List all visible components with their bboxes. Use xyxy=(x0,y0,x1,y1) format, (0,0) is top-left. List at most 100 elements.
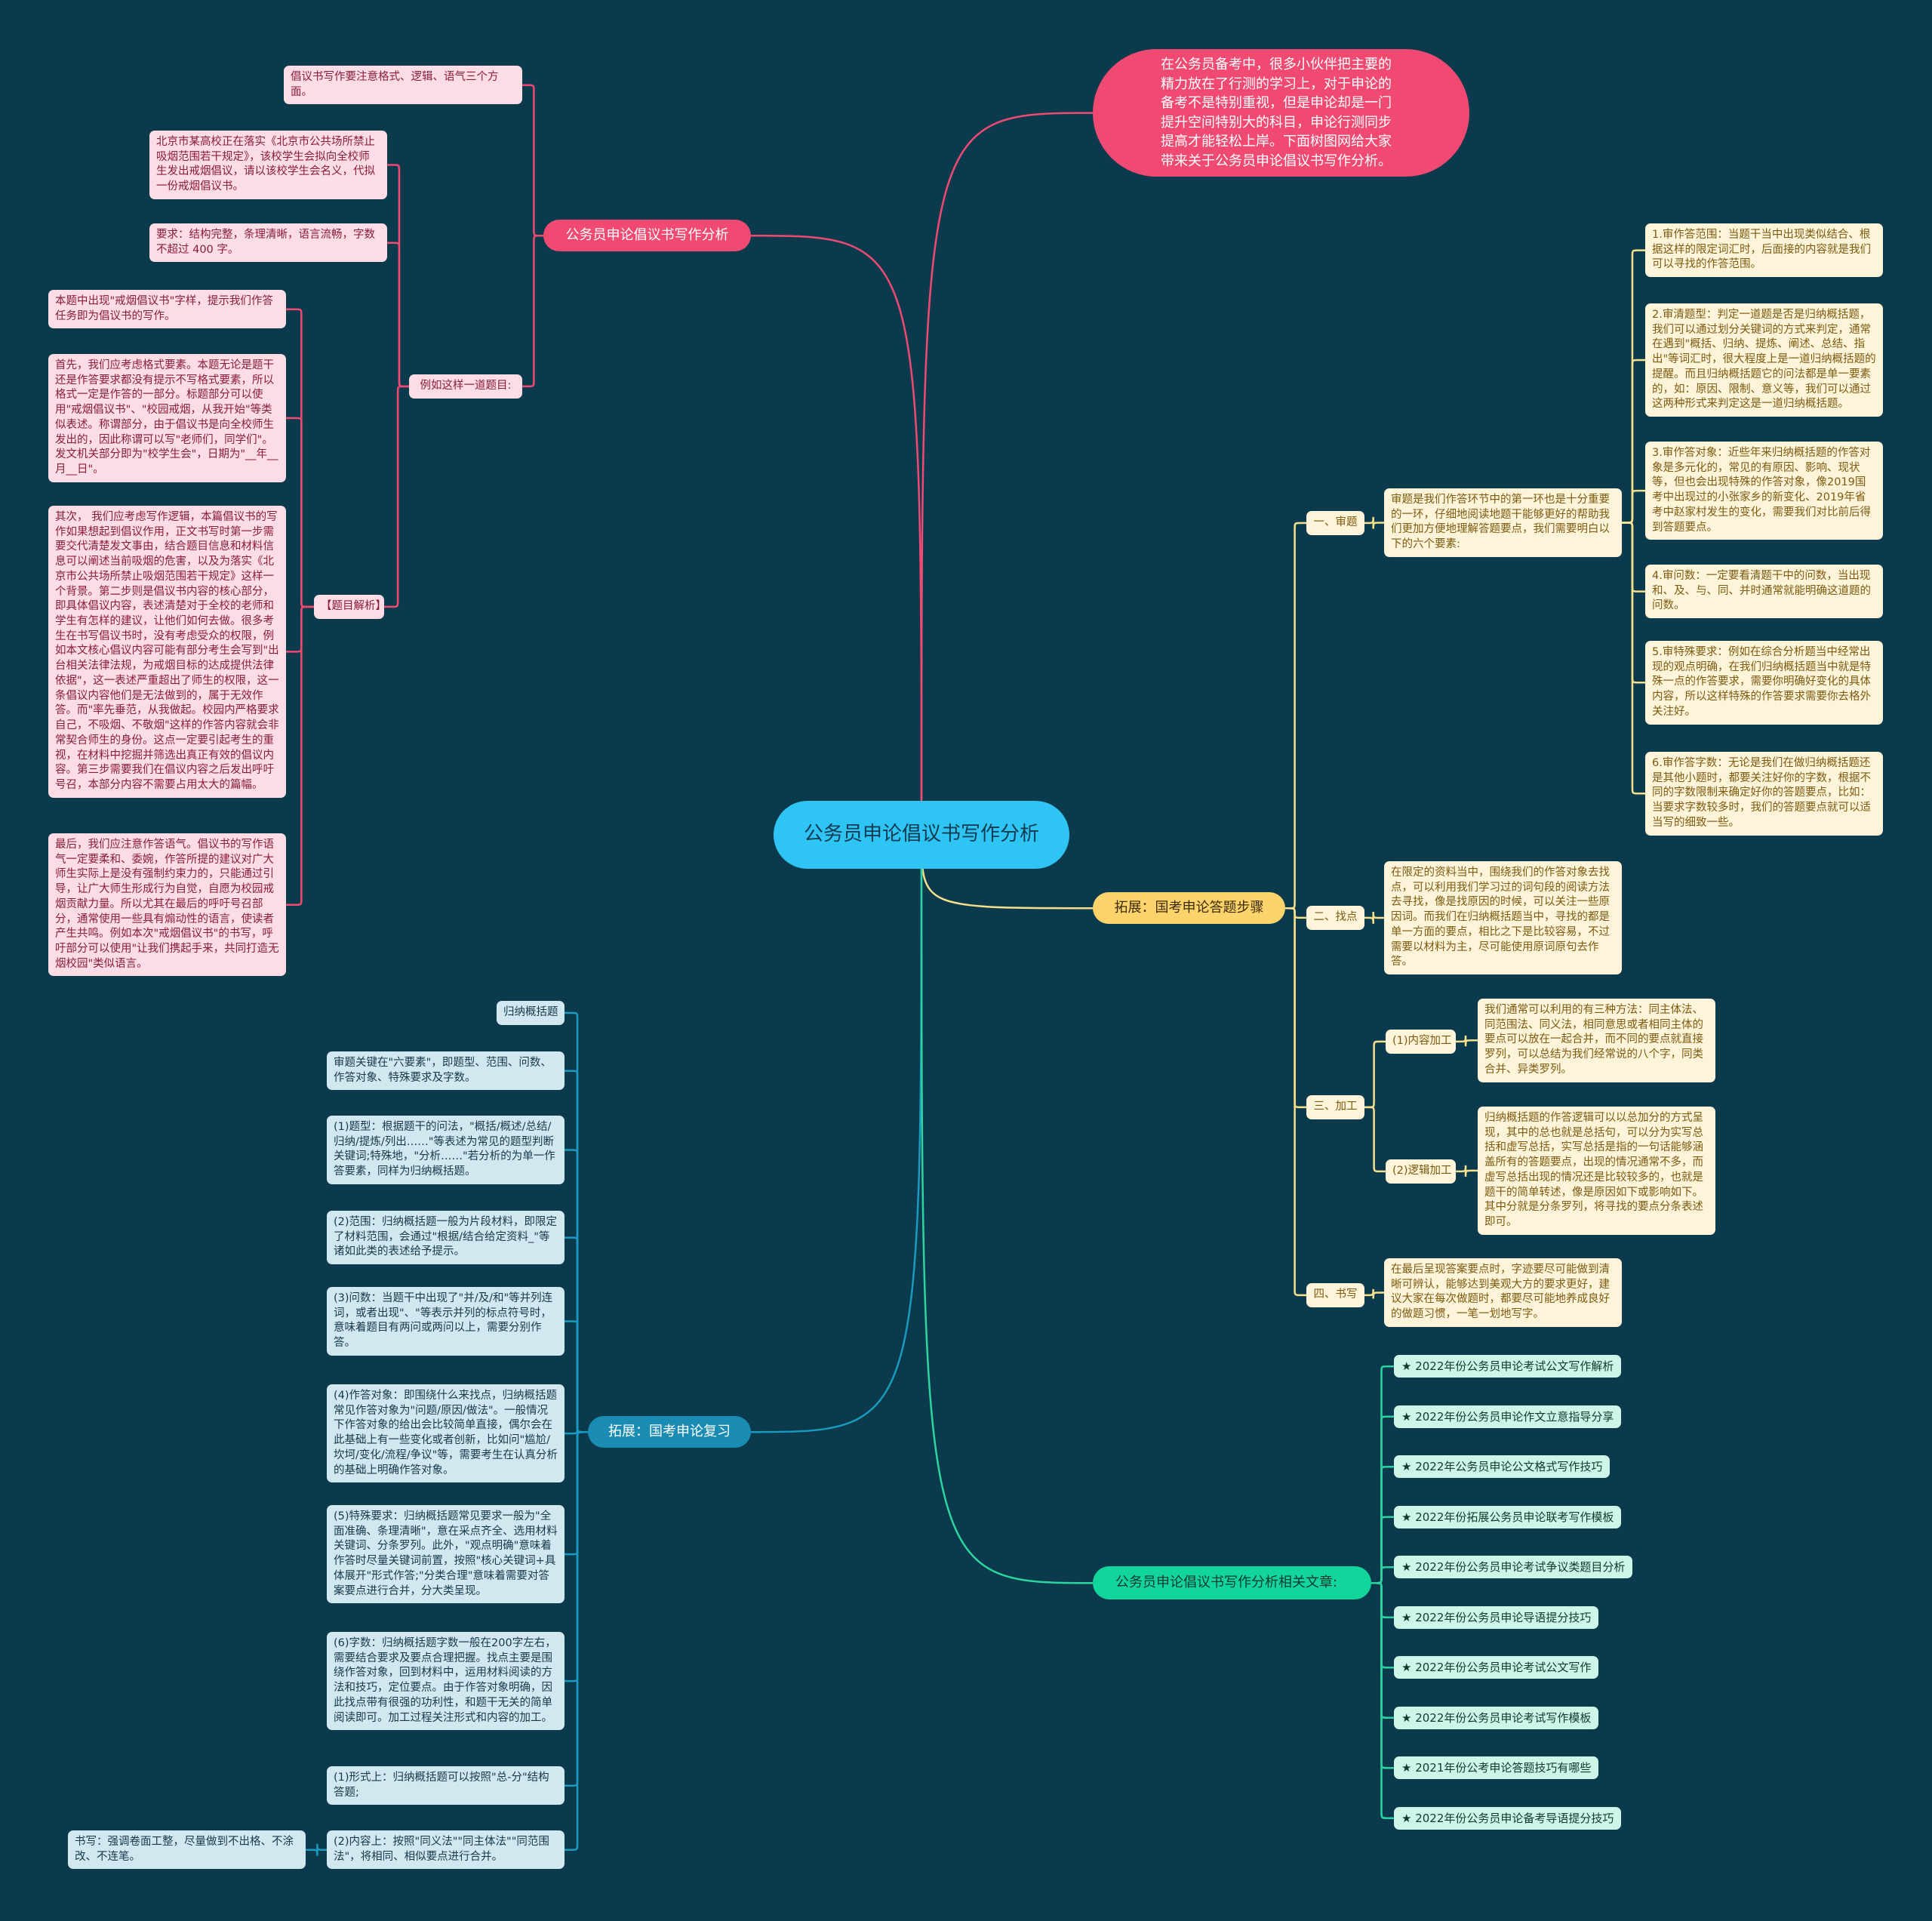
intro-node[interactable]: 在公务员备考中，很多小伙伴把主要的精力放在了行测的学习上，对于申论的备考不是特别… xyxy=(1093,49,1469,177)
example-requirement[interactable]: 要求：结构完整，条理清晰，语言流畅，字数不超过 400 字。 xyxy=(149,223,387,263)
root-title: 公务员申论倡议书写作分析 xyxy=(804,823,1040,846)
connector-line xyxy=(565,1070,588,1433)
review-item[interactable]: 审题关键在"六要素"，即题型、范围、问数、作答对象、特殊要求及字数。 xyxy=(327,1051,565,1091)
connector-line xyxy=(1371,1581,1394,1769)
review-factor[interactable]: 5.审特殊要求：例如在综合分析题当中经常出现的观点明确，在我们归纳概括题当中就是… xyxy=(1645,641,1883,725)
connector-line xyxy=(565,1011,588,1433)
related-article-link[interactable]: ★ 2022年份公务员申论考试公文写作解析 xyxy=(1394,1355,1622,1378)
step-find-points-desc[interactable]: 在限定的资料当中，围绕我们的作答对象去找点，可以利用我们学习过的词句段的阅读方法… xyxy=(1384,861,1622,975)
review-item[interactable]: (2)范围：归纳概括题一般为片段材料，即限定了材料范围，会通过"根据/结合给定资… xyxy=(327,1211,565,1265)
connector-line xyxy=(1364,912,1384,924)
review-item[interactable]: (5)特殊要求：归纳概括题常见要求一般为"全面准确、条理清晰"，意在采点齐全、选… xyxy=(327,1505,565,1604)
step-review[interactable]: 一、审题 xyxy=(1306,511,1364,535)
connector-line xyxy=(1456,1165,1478,1177)
explain-item[interactable]: 其次， 我们应考虑写作逻辑，本篇倡议书的写作如果想起到倡议作用，正文书写时第一步… xyxy=(48,506,286,798)
logic-process-desc[interactable]: 归纳概括题的作答逻辑可以以总加分的方式呈现，其中的总也就是总括句，可以分为实写总… xyxy=(1478,1107,1715,1235)
connector-line xyxy=(1371,1465,1394,1584)
review-item[interactable]: (6)字数：归纳概括题字数一般在200字左右，需要结合要求及要点合理把握。找点主… xyxy=(327,1632,565,1731)
connector-line xyxy=(1622,522,1645,684)
related-article-link[interactable]: ★ 2021年份公考申论答题技巧有哪些 xyxy=(1394,1756,1599,1780)
branch-related[interactable]: 公务员申论倡议书写作分析相关文章: xyxy=(1093,1566,1371,1600)
review-factor[interactable]: 2.审清题型：判定一道题是否是归纳概括题，我们可以通过划分关键词的方式来判定，通… xyxy=(1645,303,1883,417)
connector-line xyxy=(286,605,314,653)
related-article-link[interactable]: ★ 2022年份公务员申论备考导语提分技巧 xyxy=(1394,1806,1622,1830)
connector-line xyxy=(1622,249,1645,524)
connector-line xyxy=(565,1236,588,1433)
example-question[interactable]: 北京市某高校正在落实《北京市公共场所禁止吸烟范围若干规定》，该校学生会拟向全校师… xyxy=(149,131,387,199)
connector-line xyxy=(1285,907,1306,919)
example-label[interactable]: 例如这样一道题目: xyxy=(409,374,522,399)
review-item[interactable]: (1)题型：根据题干的问法，"概括/概述/总结/归纳/提炼/列出……"等表述为常… xyxy=(327,1116,565,1184)
connector-line xyxy=(565,1430,588,1851)
branch-steps[interactable]: 拓展：国考申论答题步骤 xyxy=(1093,892,1285,925)
step-process[interactable]: 三、加工 xyxy=(1306,1095,1364,1119)
connector-line xyxy=(387,164,409,388)
related-article-link[interactable]: ★ 2022年份拓展公务员申论联考写作模板 xyxy=(1394,1505,1622,1528)
connector-line xyxy=(1371,1516,1394,1584)
review-factor[interactable]: 6.审作答字数：无论是我们在做归纳概括题还是其他小题时，都要关注好你的字数，根据… xyxy=(1645,752,1883,836)
step-writing[interactable]: 四、书写 xyxy=(1306,1283,1364,1307)
connector-line xyxy=(1456,1035,1478,1047)
explain-label[interactable]: 【题目解析】 xyxy=(314,595,386,619)
review-factor[interactable]: 1.审作答范围：当题干当中出现类似结合、根据这样的限定词汇时，后面接的内容就是我… xyxy=(1645,223,1883,278)
related-article-link[interactable]: ★ 2022年份公务员申论导语提分技巧 xyxy=(1394,1605,1599,1629)
logic-process[interactable]: (2)逻辑加工 xyxy=(1386,1159,1456,1184)
branch-review[interactable]: 拓展：国考申论复习 xyxy=(588,1416,751,1448)
explain-item[interactable]: 最后，我们应注意作答语气。倡议书的写作语气一定要柔和、委婉，作答所提的建议对广大… xyxy=(48,833,286,977)
connector-line xyxy=(750,234,923,836)
review-item[interactable]: 归纳概括题 xyxy=(497,1001,565,1025)
connector-line xyxy=(286,417,314,608)
connector-line xyxy=(1371,1581,1394,1669)
review-factor[interactable]: 4.审问数：一定要看清题干中的问数，当出现和、及、与、同、并时通常就能明确这道题… xyxy=(1645,565,1883,619)
review-item[interactable]: (4)作答对象：即围绕什么来找点，归纳概括题常见作答对象为"问题/原因/做法"。… xyxy=(327,1384,565,1483)
step-review-desc[interactable]: 审题是我们作答环节中的第一环也是十分重要的一环，仔细地阅读地题干能够更好的帮助我… xyxy=(1384,488,1622,557)
connector-line xyxy=(286,308,314,608)
connector-line xyxy=(306,1843,327,1856)
review-item[interactable]: (3)问数：当题干中出现了"并/及/和"等并列连词，或者出现"、"等表示并列的标… xyxy=(327,1287,565,1356)
content-process[interactable]: (1)内容加工 xyxy=(1386,1030,1456,1054)
connector-line xyxy=(1285,907,1306,1109)
explain-item[interactable]: 首先，我们应考虑格式要素。本题无论是题干还是作答要求都没有提示不写格式要素，所以… xyxy=(48,354,286,482)
related-article-link[interactable]: ★ 2022年份公务员申论考试写作模板 xyxy=(1394,1706,1599,1729)
branch-analysis[interactable]: 公务员申论倡议书写作分析 xyxy=(543,220,751,252)
connector-line xyxy=(1622,522,1645,593)
connector-line xyxy=(1371,1365,1394,1584)
analysis-note[interactable]: 倡议书写作要注意格式、逻辑、语气三个方面。 xyxy=(284,66,522,105)
connector-line xyxy=(1622,489,1645,524)
connector-line xyxy=(1285,522,1306,910)
connector-line xyxy=(1364,1288,1384,1299)
connector-line xyxy=(750,834,923,1433)
review-writing[interactable]: 书写：强调卷面工整，尽量做到不出格、不涂改、不连笔。 xyxy=(68,1830,306,1870)
related-article-link[interactable]: ★ 2022年份公务员申论考试公文写作 xyxy=(1394,1656,1599,1679)
connector-line xyxy=(1622,522,1645,795)
connector-line xyxy=(1371,1565,1394,1584)
step-writing-desc[interactable]: 在最后呈现答案要点时，字迹要尽可能做到清晰可辨认，能够达到美观大方的要求更好，建… xyxy=(1384,1258,1622,1327)
root-topic[interactable]: 公务员申论倡议书写作分析 xyxy=(774,801,1069,869)
connector-line xyxy=(1371,1581,1394,1719)
content-process-desc[interactable]: 我们通常可以利用的有三种方法：同主体法、同范围法、同义法，相同意思或者相同主体的… xyxy=(1478,999,1715,1082)
review-factor[interactable]: 3.审作答对象：近些年来归纳概括题的作答对象是多元化的，常见的有原因、影响、现状… xyxy=(1645,442,1883,540)
related-article-link[interactable]: ★ 2022年份公务员申论考试争议类题目分析 xyxy=(1394,1556,1633,1579)
connector-line xyxy=(522,84,543,237)
review-item[interactable]: (1)形式上：归纳概括题可以按照"总-分"结构答题; xyxy=(327,1766,565,1806)
connector-line xyxy=(1371,1415,1394,1584)
step-find-points[interactable]: 二、找点 xyxy=(1306,906,1364,930)
connector-line xyxy=(1371,1581,1394,1819)
connector-line xyxy=(1364,516,1384,529)
review-item[interactable]: (2)内容上：按照"同义法""同主体法""同范围法"，将相同、相似要点进行合并。 xyxy=(327,1830,565,1870)
related-article-link[interactable]: ★ 2022年份公务员申论作文立意指导分享 xyxy=(1394,1405,1622,1428)
explain-item[interactable]: 本题中出现"戒烟倡议书"字样，提示我们作答任务即为倡议书的写作。 xyxy=(48,290,286,329)
connector-line xyxy=(1285,907,1306,1297)
connector-line xyxy=(1364,1040,1386,1109)
connector-line xyxy=(565,1430,588,1787)
connector-line xyxy=(565,1430,588,1556)
connector-line xyxy=(565,1430,588,1682)
connector-line xyxy=(1364,1106,1386,1173)
connector-line xyxy=(522,234,543,388)
connector-line xyxy=(387,242,409,388)
connector-line xyxy=(1622,359,1645,524)
related-article-link[interactable]: ★ 2022年公务员申论公文格式写作技巧 xyxy=(1394,1455,1611,1479)
connector-line xyxy=(1371,1581,1394,1618)
connector-line xyxy=(286,605,314,906)
